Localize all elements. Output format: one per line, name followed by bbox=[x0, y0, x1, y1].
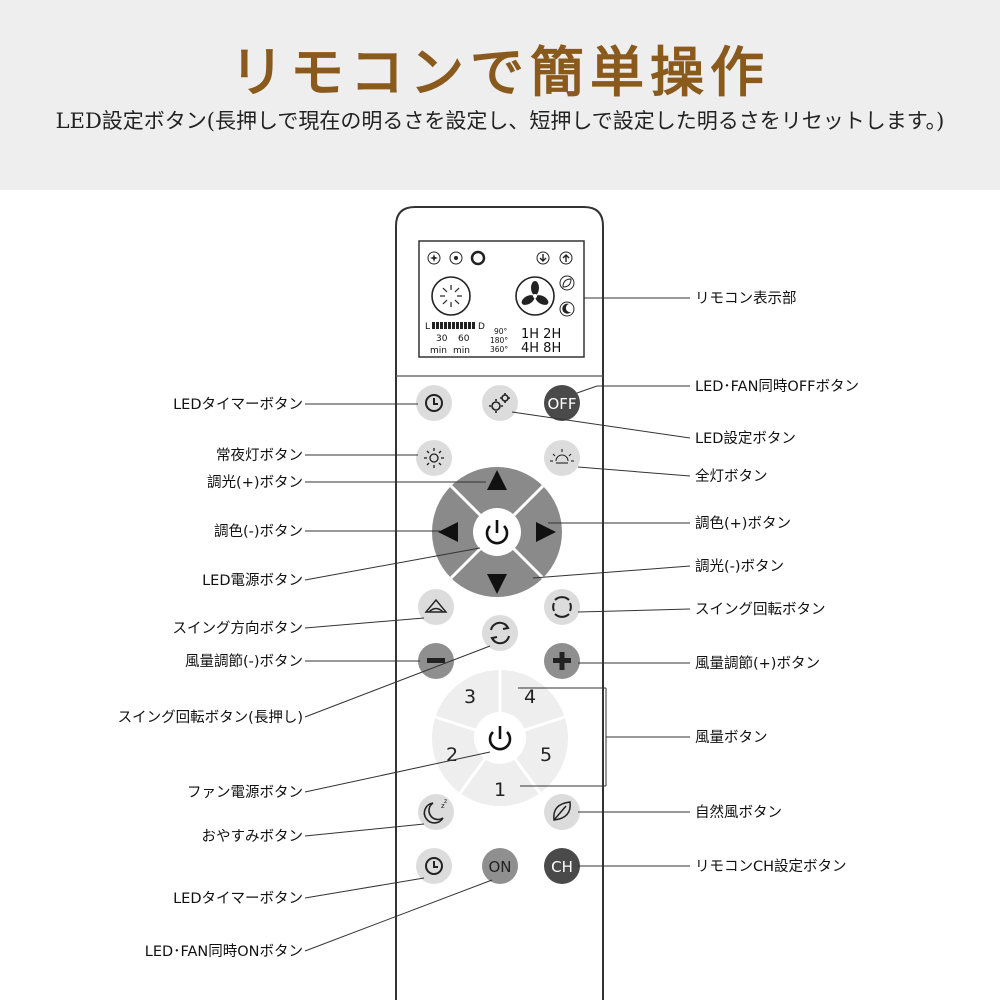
page-subtitle: LED設定ボタン(長押しで現在の明るさを設定し、短押しで設定した明るさをリセット… bbox=[55, 109, 945, 133]
plus-icon bbox=[553, 652, 571, 670]
fan-speed-1[interactable]: 1 bbox=[494, 779, 506, 801]
label-led-setting: LED設定ボタン bbox=[695, 430, 796, 447]
label-swing-rotate: スイング回転ボタン bbox=[695, 601, 826, 618]
sun-small-icon bbox=[449, 251, 463, 265]
moon-icon: z z bbox=[423, 798, 447, 824]
fan-speed-4[interactable]: 4 bbox=[524, 686, 536, 708]
label-led-fan-on: LED･FAN同時ONボタン bbox=[145, 943, 303, 960]
arrow-down-icon bbox=[536, 251, 550, 265]
label-led-power: LED電源ボタン bbox=[202, 572, 303, 589]
timer-hours-row1: 1H 2H bbox=[521, 327, 561, 342]
page-title: リモコンで簡単操作 bbox=[230, 40, 770, 104]
swing-rotate-long-button[interactable] bbox=[482, 615, 518, 651]
label-dim-plus: 調光(+)ボタン bbox=[207, 474, 303, 491]
fan-speed-ring: 1 2 3 4 5 bbox=[431, 666, 569, 806]
sleep-button[interactable]: z z bbox=[418, 794, 454, 830]
light-status-icon bbox=[431, 276, 471, 316]
fan-speed-5[interactable]: 5 bbox=[540, 744, 552, 766]
leaf-icon bbox=[553, 801, 571, 821]
label-led-timer-top: LEDタイマーボタン bbox=[173, 396, 303, 413]
dim-plus-button[interactable] bbox=[487, 470, 507, 490]
label-night-light: 常夜灯ボタン bbox=[216, 447, 303, 464]
natural-wind-button[interactable] bbox=[544, 794, 580, 830]
fan-speed-2[interactable]: 2 bbox=[446, 744, 458, 766]
minus-icon bbox=[427, 658, 445, 663]
swing-icon bbox=[424, 598, 448, 613]
label-full-light: 全灯ボタン bbox=[695, 467, 768, 485]
color-plus-button[interactable] bbox=[536, 522, 556, 542]
level-bar bbox=[432, 322, 475, 329]
power-icon bbox=[488, 726, 512, 751]
refresh-icon bbox=[490, 621, 510, 645]
bar-start: L bbox=[425, 322, 430, 332]
led-setting-button[interactable] bbox=[482, 385, 518, 421]
bar-end: D bbox=[478, 322, 485, 332]
label-color-plus: 調色(+)ボタン bbox=[695, 515, 791, 532]
sun-icon bbox=[424, 448, 444, 468]
angle-180: 180° bbox=[490, 336, 508, 345]
label-fan-speed: 風量ボタン bbox=[695, 729, 768, 746]
label-color-minus: 調色(-)ボタン bbox=[214, 523, 303, 540]
label-dim-minus: 調光(-)ボタン bbox=[695, 558, 784, 575]
ch-setting-button[interactable]: CH bbox=[544, 848, 580, 884]
dpad bbox=[432, 467, 562, 597]
angle-90: 90° bbox=[494, 327, 508, 336]
clock-icon bbox=[425, 394, 443, 412]
on-label: ON bbox=[488, 858, 511, 876]
full-light-button[interactable] bbox=[544, 440, 580, 476]
timer-hours-row2: 4H 8H bbox=[521, 341, 561, 356]
led-fan-on-button[interactable]: ON bbox=[482, 848, 518, 884]
label-fan-plus: 風量調節(+)ボタン bbox=[695, 654, 820, 672]
label-fan-minus: 風量調節(-)ボタン bbox=[185, 652, 303, 670]
fan-speed-3[interactable]: 3 bbox=[464, 686, 476, 708]
label-led-timer-bottom: LEDタイマーボタン bbox=[173, 890, 303, 907]
angle-360: 360° bbox=[490, 345, 508, 354]
swing-rotate-button[interactable] bbox=[544, 589, 580, 625]
clock-icon bbox=[425, 857, 443, 875]
power-icon bbox=[485, 520, 509, 545]
label-fan-power: ファン電源ボタン bbox=[187, 784, 303, 801]
dim-minus-button[interactable] bbox=[487, 574, 507, 594]
label-swing-direction: スイング方向ボタン bbox=[173, 620, 304, 637]
led-fan-off-button[interactable]: OFF bbox=[544, 385, 580, 421]
header bbox=[0, 0, 1000, 190]
ring-icon bbox=[470, 250, 486, 266]
swing-direction-button[interactable] bbox=[418, 589, 454, 625]
label-natural-wind: 自然風ボタン bbox=[695, 804, 782, 821]
minute-30: 30 bbox=[436, 334, 448, 344]
led-timer-button-bottom[interactable] bbox=[416, 848, 452, 884]
minute-60: 60 bbox=[458, 334, 470, 344]
ch-label: CH bbox=[551, 858, 573, 876]
gears-icon bbox=[489, 393, 510, 413]
label-sleep: おやすみボタン bbox=[202, 828, 304, 845]
svg-text:z: z bbox=[441, 802, 445, 810]
mode-icon bbox=[427, 251, 441, 265]
svg-text:z: z bbox=[444, 798, 447, 805]
led-power-button[interactable] bbox=[473, 508, 521, 556]
remote-display: L D 30 60 min min 90° 180° 360° 1H 2H 4H… bbox=[418, 240, 585, 358]
fan-status-icon bbox=[515, 276, 555, 316]
moon-small-icon bbox=[559, 301, 575, 317]
leaf-small-icon bbox=[559, 275, 575, 291]
fan-power-button[interactable] bbox=[474, 712, 526, 764]
color-minus-button[interactable] bbox=[438, 522, 458, 542]
off-label: OFF bbox=[547, 395, 576, 413]
rotate-icon bbox=[552, 596, 572, 618]
night-light-button[interactable] bbox=[416, 440, 452, 476]
leader-lines bbox=[304, 297, 691, 952]
label-led-fan-off: LED･FAN同時OFFボタン bbox=[695, 378, 859, 395]
label-swing-rotate-long: スイング回転ボタン(長押し) bbox=[118, 709, 303, 726]
label-ch-setting: リモコンCH設定ボタン bbox=[695, 858, 847, 875]
fan-plus-button[interactable] bbox=[544, 643, 580, 679]
fan-minus-button[interactable] bbox=[418, 643, 454, 679]
min-label-2: min bbox=[453, 346, 470, 356]
min-label-1: min bbox=[430, 346, 447, 356]
led-timer-button-top[interactable] bbox=[416, 385, 452, 421]
label-display: リモコン表示部 bbox=[695, 290, 797, 307]
arrow-up-icon bbox=[559, 251, 573, 265]
sun-outline-icon bbox=[550, 449, 574, 464]
